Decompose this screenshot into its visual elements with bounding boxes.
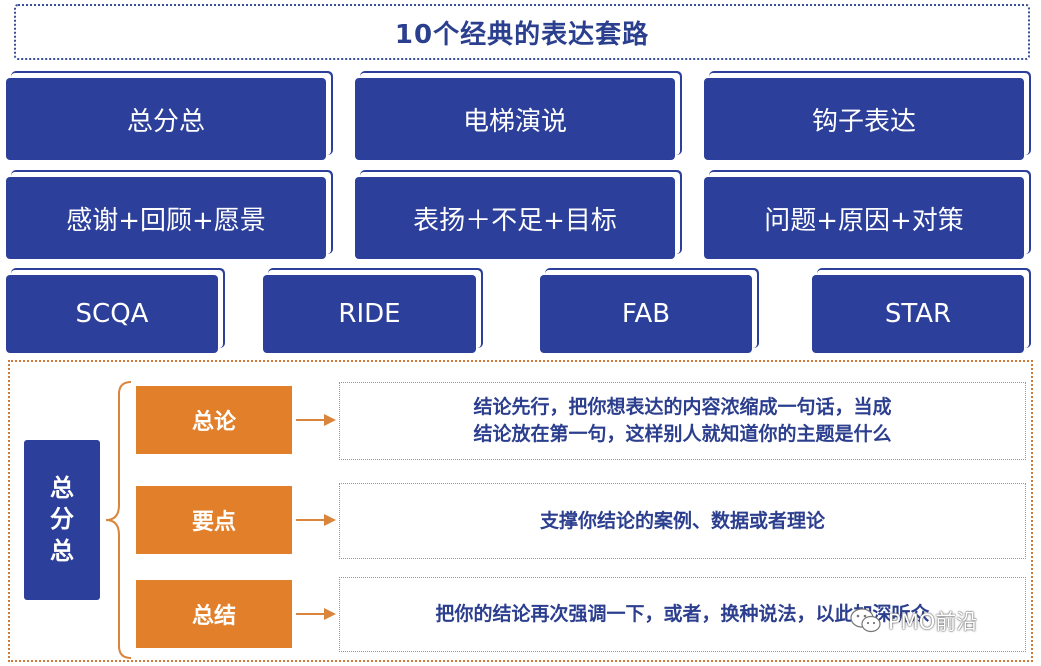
tile-thanks-review-vision: 感谢+回顾+愿景 — [6, 177, 326, 259]
wechat-icon — [850, 608, 881, 633]
tile-label: RIDE — [338, 299, 401, 329]
tile-star: STAR — [812, 275, 1024, 353]
tile-problem-cause-solution: 问题+原因+对策 — [704, 177, 1024, 259]
detail-section-frame — [8, 360, 1033, 662]
description-zonglun: 结论先行，把你想表达的内容浓缩成一句话，当成 结论放在第一句，这样别人就知道你的… — [339, 382, 1026, 460]
tile-zongfenzong: 总分总 — [6, 78, 326, 160]
main-node-label: 总分总 — [50, 474, 74, 565]
branch-node-zongjie: 总结 — [136, 580, 292, 648]
branch-label: 总结 — [191, 604, 236, 629]
page-title: 10个经典的表达套路 — [394, 19, 650, 50]
tile-elevator-pitch: 电梯演说 — [355, 78, 675, 160]
tile-label: 问题+原因+对策 — [764, 205, 964, 236]
tile-scqa: SCQA — [6, 275, 218, 353]
watermark-text: PMO前沿 — [888, 610, 978, 634]
branch-node-yaodian: 要点 — [136, 486, 292, 554]
branch-label: 总论 — [191, 410, 236, 435]
tile-fab: FAB — [540, 275, 752, 353]
title-banner: 10个经典的表达套路 — [14, 4, 1030, 60]
tile-ride: RIDE — [263, 275, 476, 353]
tile-label: 电梯演说 — [462, 106, 567, 137]
tile-label: FAB — [621, 299, 671, 329]
main-node-zongfenzong: 总分总 — [24, 440, 100, 600]
description-text: 把你的结论再次强调一下，或者，换种说法，以此加深听众 — [435, 603, 930, 626]
tile-hook-expression: 钩子表达 — [704, 78, 1024, 160]
tile-label: 表扬＋不足+目标 — [413, 205, 617, 236]
tile-label: STAR — [884, 299, 952, 329]
branch-label: 要点 — [191, 510, 236, 535]
tile-label: 钩子表达 — [811, 106, 916, 137]
arrow-yaodian — [296, 514, 336, 526]
description-yaodian: 支撑你结论的案例、数据或者理论 — [339, 483, 1026, 559]
arrow-zonglun — [296, 414, 336, 426]
branch-node-zonglun: 总论 — [136, 386, 292, 454]
tile-label: 总分总 — [126, 106, 205, 137]
tile-praise-shortfall-goal: 表扬＋不足+目标 — [355, 177, 675, 259]
tile-label: SCQA — [75, 299, 149, 329]
tile-label: 感谢+回顾+愿景 — [66, 205, 266, 236]
watermark: PMO前沿 — [850, 604, 977, 638]
description-text: 支撑你结论的案例、数据或者理论 — [539, 509, 825, 532]
description-zongjie: 把你的结论再次强调一下，或者，换种说法，以此加深听众 — [339, 577, 1026, 652]
brace-connector — [105, 381, 132, 659]
description-text: 结论先行，把你想表达的内容浓缩成一句话，当成 结论放在第一句，这样别人就知道你的… — [473, 396, 892, 445]
arrow-zongjie — [296, 608, 336, 620]
